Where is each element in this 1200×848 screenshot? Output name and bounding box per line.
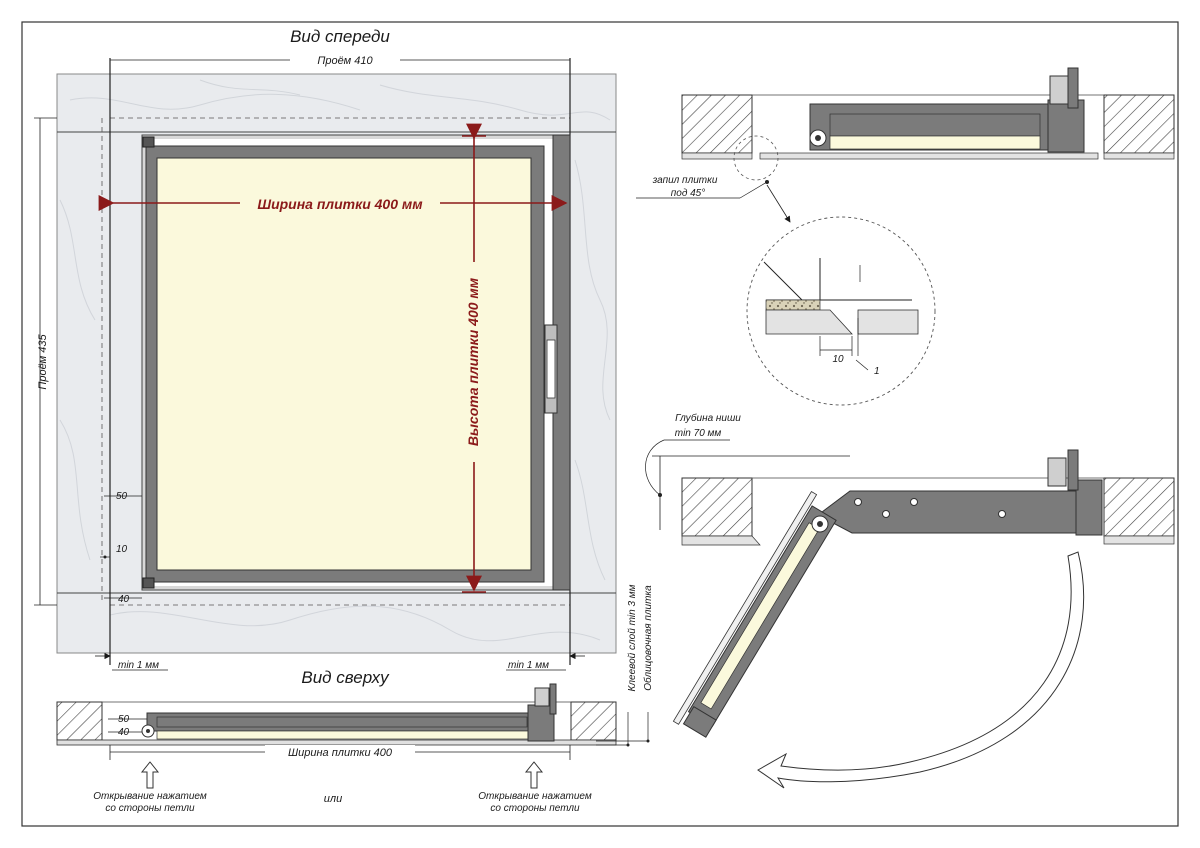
top-dim-40: 40: [118, 727, 130, 738]
adhesive-label: Клеевой слой min 3 мм: [627, 584, 638, 691]
front-dim-50: 50: [116, 491, 128, 502]
opening-width-label: Проём 410: [317, 55, 373, 67]
push-arrow-left-icon: [140, 761, 160, 789]
detail-dim-10: 10: [832, 354, 844, 365]
niche-depth-line2: min 70 мм: [675, 428, 722, 439]
cut-label-line2: под 45°: [671, 188, 706, 199]
or-label: или: [324, 793, 342, 805]
top-view: Вид сверху 50 40 Ширина плитки 400 Откры…: [56, 584, 654, 814]
detail-circle: 10 1: [746, 216, 936, 406]
open-left-line1: Открывание нажатием: [93, 791, 207, 802]
open-right-line2: со стороны петли: [490, 803, 580, 814]
front-dim-10: 10: [116, 544, 128, 555]
top-view-title: Вид сверху: [301, 668, 390, 687]
closed-section: запил плитки под 45° 10 1: [636, 67, 1175, 406]
open-section: Глубина ниши min 70 мм: [645, 412, 1175, 789]
min-gap-right-label: min 1 мм: [508, 660, 549, 671]
facing-tile-label: Облицовочная плитка: [642, 585, 654, 691]
top-dim-50: 50: [118, 714, 130, 725]
wall-left-hatched: [56, 701, 103, 741]
opening-height-label: Проём 435: [37, 333, 49, 389]
tile-width-label: Ширина плитки 400 мм: [257, 196, 423, 212]
front-view-title: Вид спереди: [290, 27, 390, 46]
front-dim-40: 40: [118, 594, 130, 605]
open-left-line2: со стороны петли: [105, 803, 195, 814]
rotation-arrow-icon: [757, 551, 1085, 789]
front-view: Вид спереди Проём 410 Проём 435: [34, 27, 617, 671]
min-gap-left-label: min 1 мм: [118, 660, 159, 671]
open-right-line1: Открывание нажатием: [478, 791, 592, 802]
detail-dim-1: 1: [874, 366, 880, 377]
wall-right-hatched: [570, 701, 617, 741]
cut-label-line1: запил плитки: [652, 175, 718, 186]
push-arrow-right-icon: [524, 761, 544, 789]
tile-height-label: Высота плитки 400 мм: [465, 277, 481, 446]
sheet-border: [21, 21, 1179, 827]
top-tile-width-label: Ширина плитки 400: [288, 747, 393, 759]
niche-depth-line1: Глубина ниши: [675, 412, 741, 424]
